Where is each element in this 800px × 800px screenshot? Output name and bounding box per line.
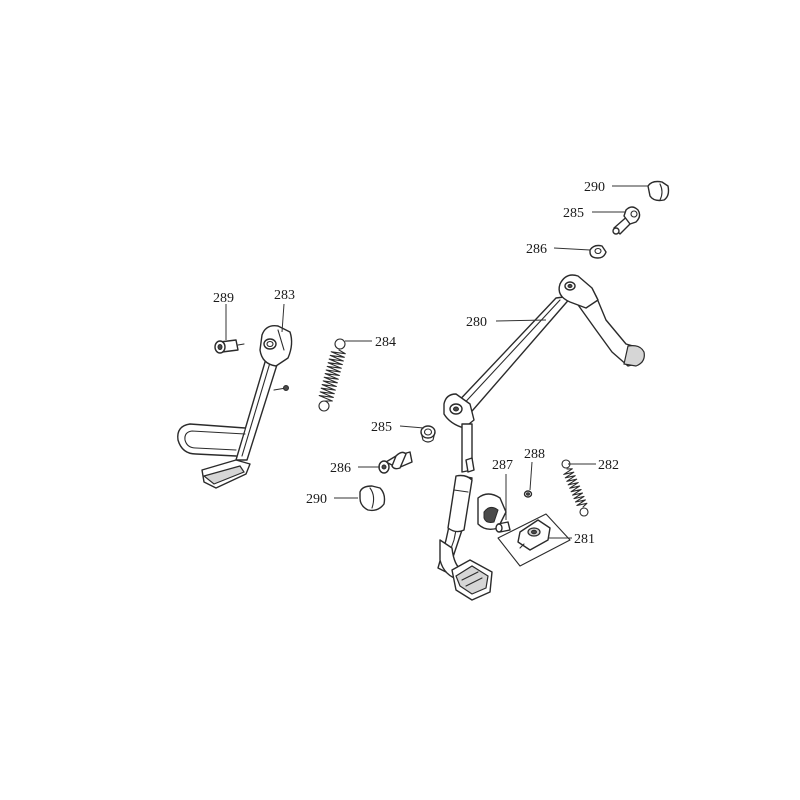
callout-284: 284 [375,335,396,350]
bolt-part-289 [214,339,245,354]
collar-part-287 [495,521,511,533]
bolt-part-286-left [378,451,413,474]
bolt-part-285-right [612,206,641,235]
cap-part-290-left [359,485,386,512]
side-stand-part-283 [177,325,293,489]
callout-283: 283 [274,288,295,303]
nut-part-288 [523,490,533,498]
nut-part-286-right [589,244,607,259]
center-stand-part-280 [437,274,645,601]
spring-part-284 [318,338,346,412]
callout-280: 280 [466,315,487,330]
collar-part-285-left [420,425,436,443]
leader-lines [225,185,648,539]
callout-285-left: 285 [371,420,392,435]
callout-286-left: 286 [330,461,351,476]
callout-290-left: 290 [306,492,327,507]
callout-290-top: 290 [584,180,605,195]
callout-288: 288 [524,447,545,462]
callout-281: 281 [574,532,595,547]
callout-285-top: 285 [563,206,584,221]
spring-part-282 [561,459,589,517]
callout-289: 289 [213,291,234,306]
callout-286-top: 286 [526,242,547,257]
rubber-block-part-281 [497,513,571,567]
callout-282: 282 [598,458,619,473]
callout-287: 287 [492,458,513,473]
cap-part-290-right [647,180,670,202]
